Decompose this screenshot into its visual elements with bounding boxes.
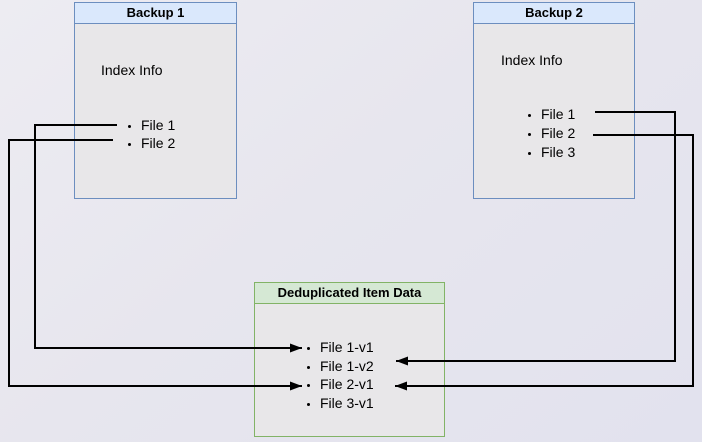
list-item: File 1 [541, 105, 575, 124]
list-item: File 2 [541, 124, 575, 143]
backup2-file-list: File 1 File 2 File 3 [474, 105, 575, 162]
list-item: File 1-v2 [320, 357, 374, 376]
list-item: File 1 [141, 116, 175, 134]
backup1-subtitle: Index Info [101, 62, 163, 78]
list-item: File 2-v1 [320, 375, 374, 394]
backup1-box: Backup 1 Index Info File 1 File 2 [74, 2, 237, 199]
list-item: File 3-v1 [320, 394, 374, 413]
backup1-title: Backup 1 [75, 3, 236, 24]
list-item: File 1-v1 [320, 338, 374, 357]
deduplicated-item-data-box: Deduplicated Item Data File 1-v1 File 1-… [254, 282, 445, 437]
dedup-item-list: File 1-v1 File 1-v2 File 2-v1 File 3-v1 [255, 338, 374, 412]
list-item: File 2 [141, 134, 175, 152]
list-item: File 3 [541, 143, 575, 162]
backup1-file-list: File 1 File 2 [75, 116, 175, 152]
backup2-subtitle: Index Info [501, 52, 563, 68]
backup2-box: Backup 2 Index Info File 1 File 2 File 3 [473, 2, 635, 199]
backup2-title: Backup 2 [474, 3, 634, 24]
dedup-title: Deduplicated Item Data [255, 283, 444, 304]
